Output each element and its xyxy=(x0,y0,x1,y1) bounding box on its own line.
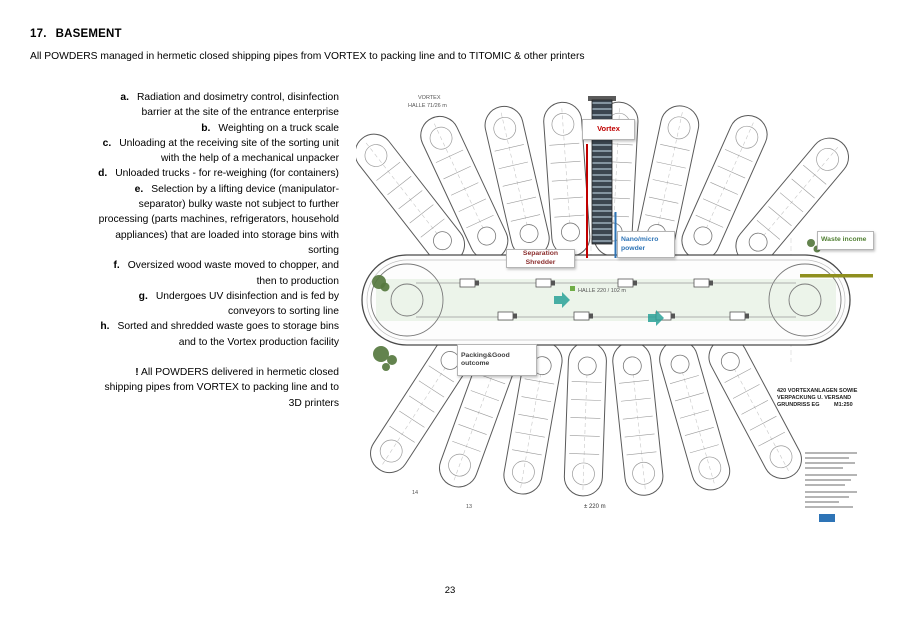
list-item-letter: a. xyxy=(120,92,129,103)
list-item-text: Unloading at the receiving site of the s… xyxy=(119,137,339,165)
title-block-line2: VERPACKUNG U. VERSAND xyxy=(777,395,851,401)
hall-label: HALLE 220 / 102 m xyxy=(578,288,626,294)
pod-number-14: 14 xyxy=(412,490,418,496)
callout-packing-outcome: Packing&Good outcome xyxy=(457,344,537,376)
title-block-line3: GRUNDRISS EG xyxy=(777,402,819,408)
list-item-b: b. Weighting on a truck scale xyxy=(96,121,339,136)
legend-square xyxy=(570,286,575,291)
process-list: a. Radiation and dosimetry control, disin… xyxy=(96,90,339,411)
list-item-g: g. Undergoes UV disinfection and is fed b… xyxy=(96,289,339,320)
callout-packing-line1: Packing&Good xyxy=(461,351,510,359)
callout-vortex: Vortex xyxy=(582,119,635,140)
list-item-text: Undergoes UV disinfection and is fed by … xyxy=(155,290,339,318)
flow-arrow xyxy=(648,310,664,326)
note-prefix: ! xyxy=(135,367,139,379)
list-item-letter: e. xyxy=(134,183,144,195)
tower-cap xyxy=(588,96,616,101)
list-item-c: c. Unloading at the receiving site of the… xyxy=(96,136,339,167)
list-item-letter: b. xyxy=(201,122,211,134)
list-item-text: Selection by a lifting device (manipulat… xyxy=(98,183,339,256)
page-number: 23 xyxy=(444,585,456,596)
callout-waste-income: Waste income xyxy=(817,231,874,250)
corner-label-vortex: VORTEX xyxy=(418,95,441,101)
note-text: All POWDERS delivered in hermetic closed… xyxy=(104,367,339,409)
powders-note: ! All POWDERS delivered in hermetic clos… xyxy=(96,365,339,411)
list-item-letter: f. xyxy=(113,260,120,272)
dimension-label: ± 220 m xyxy=(584,504,606,510)
callout-nano-powder: Nano/micro powder xyxy=(617,231,675,258)
callout-packing-line2: outcome xyxy=(461,360,490,367)
fine-print-block xyxy=(805,452,857,522)
list-item-text: Radiation and dosimetry control, disinfe… xyxy=(136,92,339,119)
list-item-a: a. Radiation and dosimetry control, disin… xyxy=(96,90,339,121)
central-hall: HALLE 220 / 102 m xyxy=(361,254,851,346)
page-heading: 17. BASEMENT xyxy=(30,28,122,40)
list-item-letter: c. xyxy=(102,137,112,149)
list-item-letter: d. xyxy=(98,168,108,180)
list-item-d: d. Unloaded trucks - for re-weighing (for… xyxy=(96,166,339,181)
stamp-mark xyxy=(819,514,835,522)
pod-number-13: 13 xyxy=(466,504,472,510)
flow-arrow xyxy=(554,292,570,308)
list-item-text: Sorted and shredded waste goes to storag… xyxy=(117,321,339,348)
list-item-letter: g. xyxy=(138,290,148,302)
heading-number: 17. xyxy=(30,28,47,40)
title-block: 420 VORTEXANLAGEN SOWIE VERPACKUNG U. VE… xyxy=(777,388,858,408)
list-item-text: Unloaded trucks - for re-weighing (for c… xyxy=(115,168,339,180)
waste-route-bar xyxy=(800,274,873,278)
list-item-f: f. Oversized wood waste moved to chopper,… xyxy=(96,258,339,289)
trees xyxy=(372,239,821,371)
title-block-line1: 420 VORTEXANLAGEN SOWIE xyxy=(777,388,858,394)
list-item-text: Weighting on a truck scale xyxy=(218,122,339,134)
list-item-h: h. Sorted and shredded waste goes to stor… xyxy=(96,319,339,350)
callout-separation-shredder: Separation Shredder xyxy=(506,249,575,268)
floor-plan-drawing: HALLE 220 / 102 m VORTEX HALLE 71/26 m xyxy=(356,95,873,522)
heading-text: BASEMENT xyxy=(55,28,122,40)
callout-nano-powder-line2: powder xyxy=(621,244,646,252)
list-item-e: e.Selection by a lifting device (manipul… xyxy=(96,182,339,258)
pod xyxy=(610,339,666,498)
title-block-scale: M1:250 xyxy=(834,402,853,408)
list-item-text: Oversized wood waste moved to chopper, a… xyxy=(127,260,339,287)
corner-label-halle: HALLE 71/26 m xyxy=(408,103,447,109)
pod xyxy=(563,340,608,498)
list-item-letter: h. xyxy=(100,321,110,333)
callout-nano-powder-line1: Nano/micro xyxy=(621,236,659,244)
page-subtitle: All POWDERS managed in hermetic closed s… xyxy=(30,51,585,62)
floor-plan: HALLE 220 / 102 m VORTEX HALLE 71/26 m xyxy=(356,86,878,538)
